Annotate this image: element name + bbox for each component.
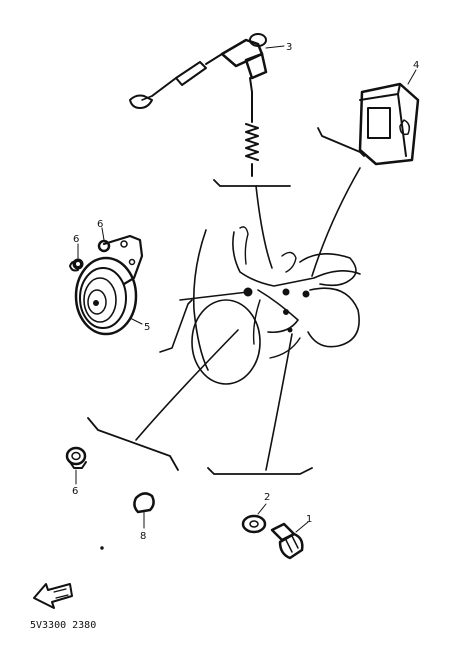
bracket-lines-lower [87, 329, 313, 475]
callout-6-lower: 6 [72, 486, 78, 497]
part-6-nut [72, 243, 84, 270]
callout-4: 4 [413, 60, 419, 71]
callout-8: 8 [140, 531, 146, 542]
frame-outline [159, 226, 361, 385]
part-7-washer [97, 227, 111, 253]
part-1-neutral-switch [270, 521, 309, 560]
part-3-switch [129, 33, 285, 177]
callout-3: 3 [286, 42, 292, 53]
part-5-horn [69, 234, 144, 336]
front-arrow-icon [33, 583, 73, 609]
part-4-relay-box [358, 69, 420, 166]
part-6-grommet [65, 446, 87, 485]
callout-5: 5 [144, 322, 150, 333]
diagram-code: 5V3300 2380 [30, 620, 96, 631]
callout-numbers: 3 4 6 6 5 6 2 1 8 [72, 42, 419, 542]
callout-1: 1 [306, 514, 312, 525]
callout-6-upper: 6 [73, 234, 79, 245]
callout-2: 2 [264, 492, 270, 503]
part-2-washer [241, 503, 267, 534]
part-8-cap [100, 492, 155, 550]
callout-7: 6 [97, 219, 103, 230]
bracket-lines-upper [213, 127, 365, 277]
